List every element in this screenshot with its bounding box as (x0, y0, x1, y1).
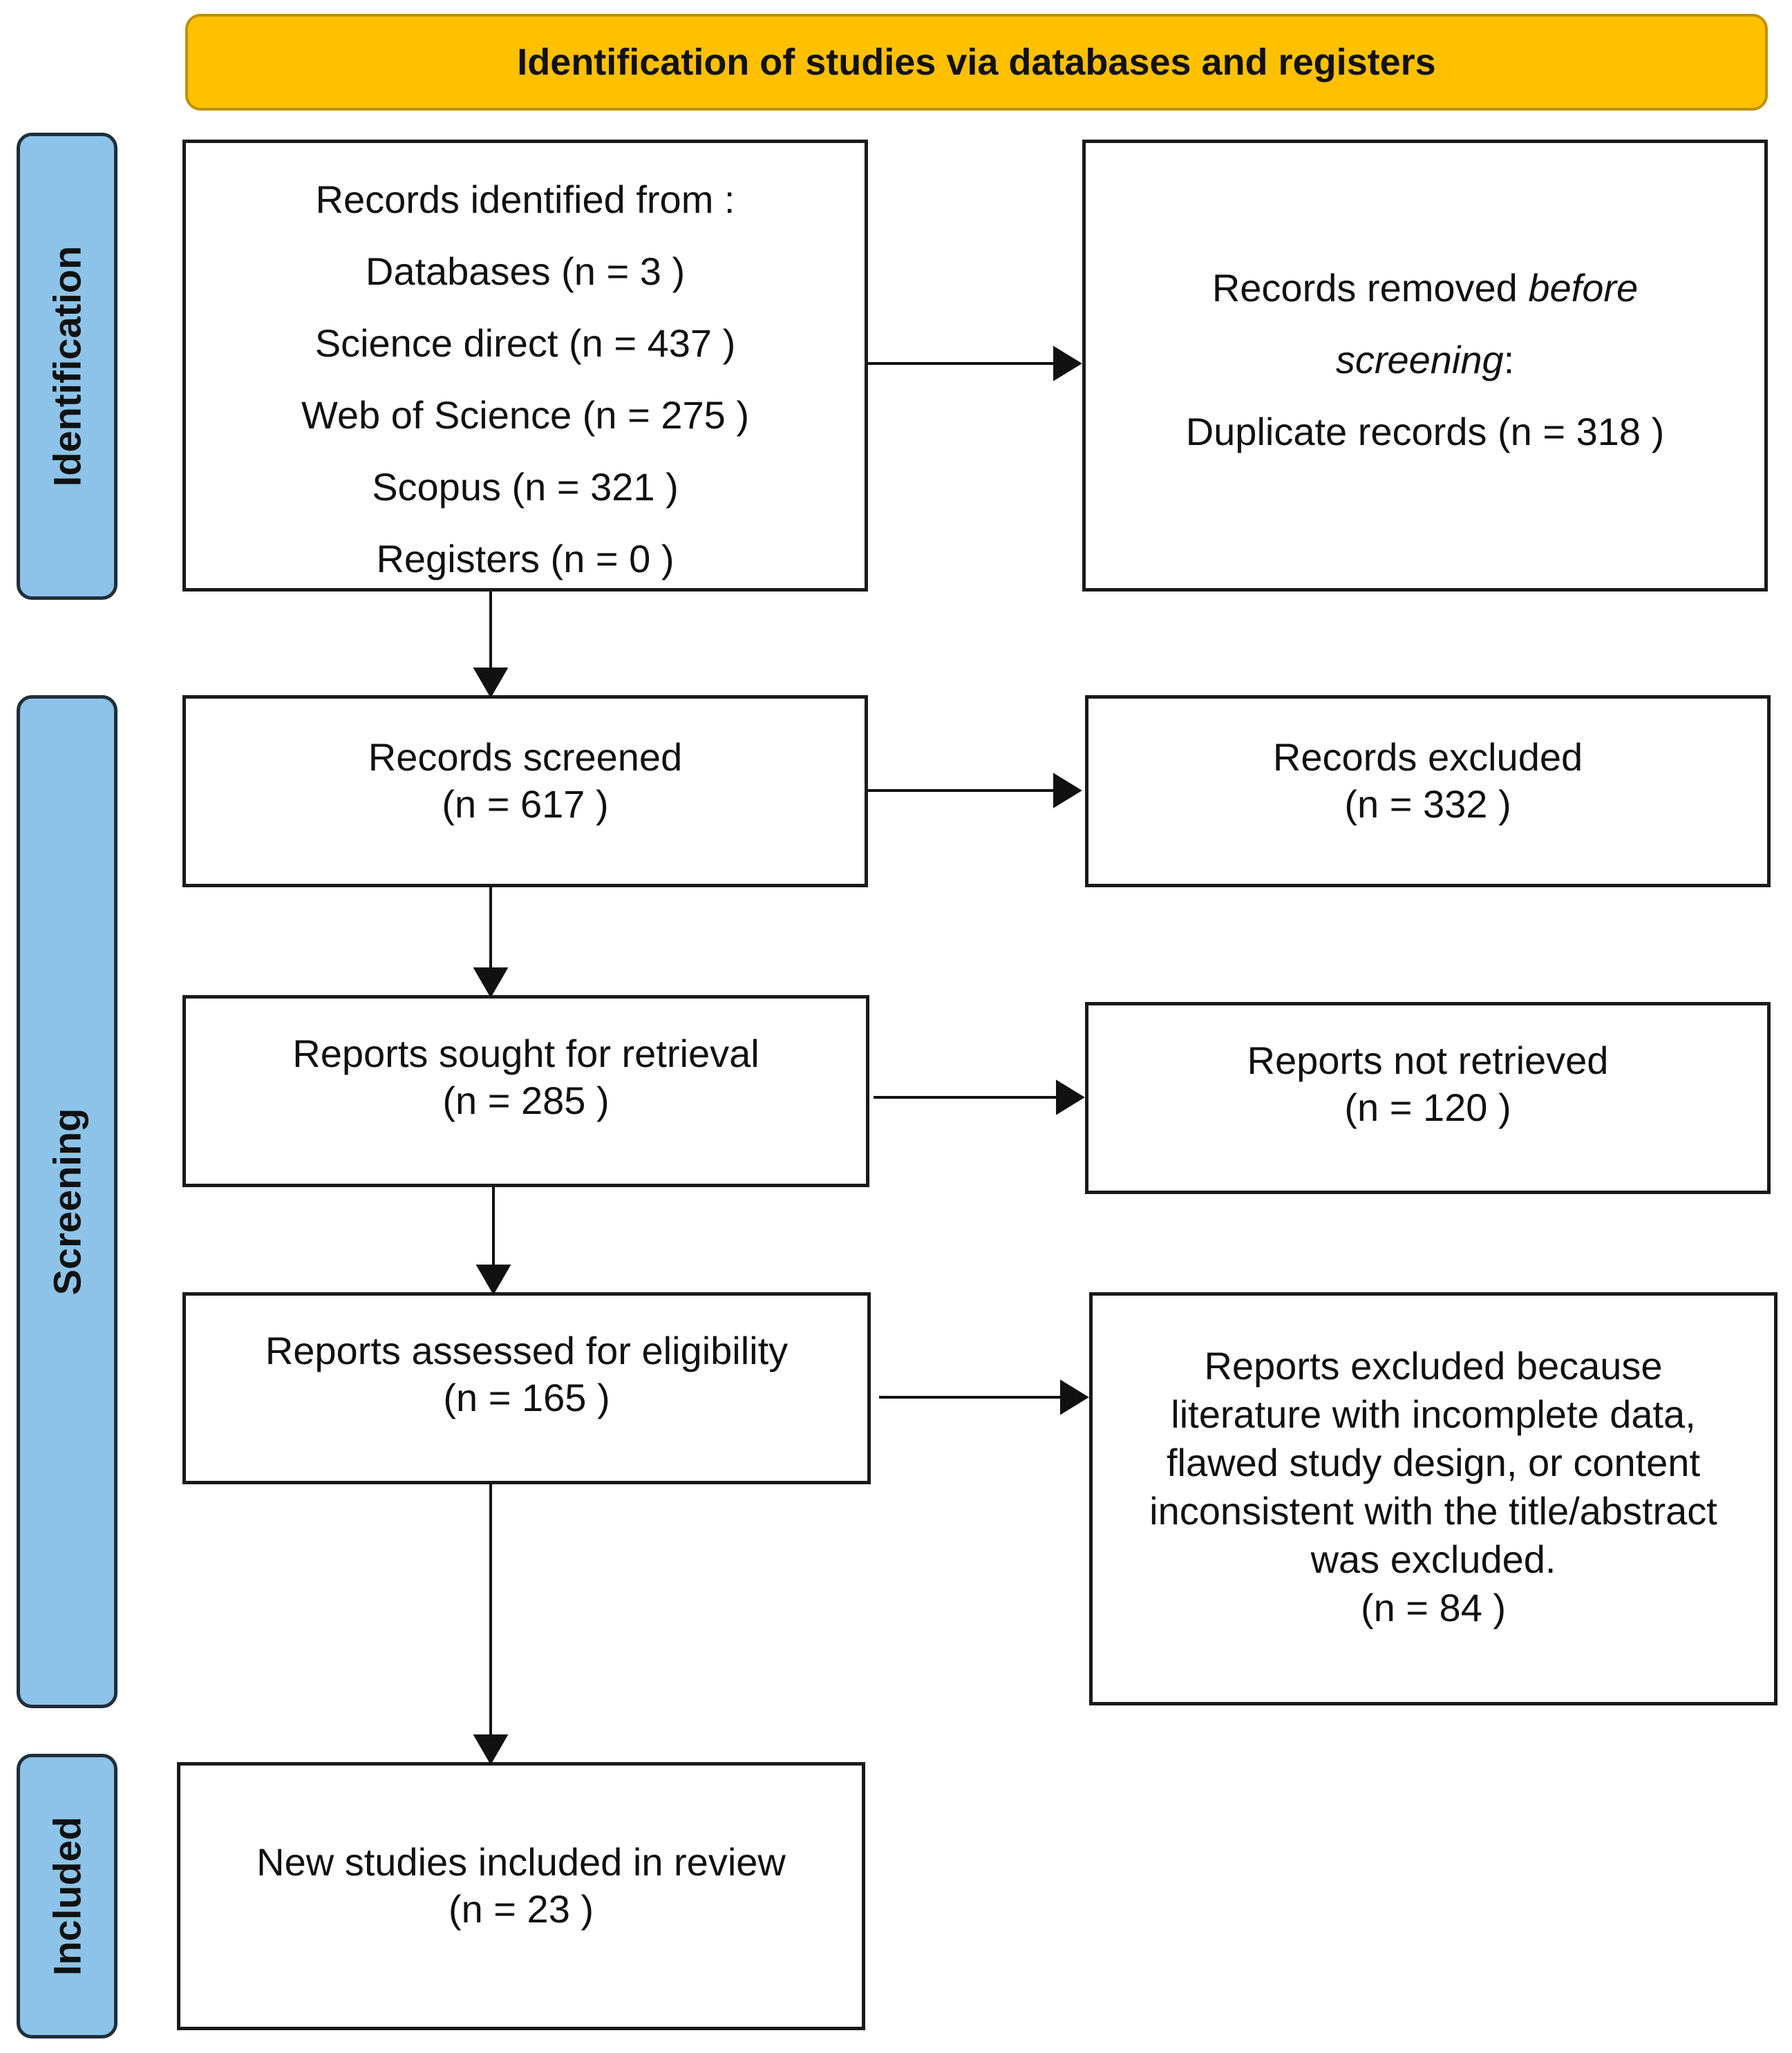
source-scopus: Scopus (n = 321 ) (372, 465, 679, 509)
records-screened-box: Records screened (n = 617 ) (182, 695, 868, 887)
records-excluded-box: Records excluded (n = 332 ) (1085, 695, 1771, 887)
phase-included: Included (17, 1754, 117, 2038)
records-removed-box: Records removed before screening: Duplic… (1082, 140, 1768, 592)
reports-excluded-line1: Reports excluded because (1204, 1344, 1663, 1388)
records-removed-line2: screening: (1336, 324, 1514, 396)
identification-banner: Identification of studies via databases … (185, 14, 1768, 111)
records-removed-prefix: Records removed (1211, 266, 1529, 310)
records-excluded-count: (n = 332 ) (1344, 782, 1511, 826)
reports-excluded-count: (n = 84 ) (1360, 1586, 1507, 1629)
reports-excluded-box: Reports excluded because literature with… (1089, 1292, 1777, 1705)
reports-excluded-line5: was excluded. (1310, 1538, 1556, 1581)
records-identified-heading: Records identified from : (315, 178, 735, 221)
arrowhead-screened-to-sought (473, 967, 509, 998)
reports-excluded-line2: literature with incomplete data, (1171, 1392, 1696, 1436)
source-science-direct: Science direct (n = 437 ) (314, 321, 736, 365)
records-screened-count: (n = 617 ) (442, 782, 609, 826)
arrowhead-assessed-to-excluded (1060, 1379, 1089, 1415)
reports-sought-box: Reports sought for retrieval (n = 285 ) (182, 995, 869, 1187)
phase-screening: Screening (17, 695, 117, 1708)
reports-not-retrieved-count: (n = 120 ) (1344, 1086, 1511, 1129)
arrowhead-sought-to-not-retrieved (1056, 1079, 1085, 1115)
records-screened-label: Records screened (368, 735, 683, 779)
records-identified-box: Records identified from : Databases (n =… (182, 140, 868, 592)
arrowhead-identified-to-screened (473, 668, 509, 698)
duplicate-records: Duplicate records (n = 318 ) (1185, 410, 1665, 453)
records-excluded-label: Records excluded (1272, 735, 1583, 779)
reports-assessed-count: (n = 165 ) (443, 1376, 610, 1419)
reports-assessed-box: Reports assessed for eligibility (n = 16… (182, 1292, 871, 1484)
studies-included-box: New studies included in review (n = 23 ) (177, 1762, 865, 2030)
reports-sought-label: Reports sought for retrieval (292, 1031, 760, 1075)
arrowhead-identified-to-removed (1053, 346, 1082, 381)
arrowhead-screened-to-excluded (1053, 773, 1082, 808)
records-removed-before: before (1528, 266, 1639, 310)
studies-included-label: New studies included in review (256, 1839, 786, 1884)
reports-excluded-line4: inconsistent with the title/abstract (1149, 1489, 1717, 1533)
arrowhead-assessed-to-included (473, 1734, 509, 1765)
records-removed-colon: : (1503, 338, 1515, 381)
studies-included-count: (n = 23 ) (448, 1887, 594, 1931)
reports-sought-count: (n = 285 ) (442, 1079, 610, 1122)
records-removed-screening: screening (1335, 338, 1504, 381)
banner-title: Identification of studies via databases … (517, 41, 1436, 83)
source-web-of-science: Web of Science (n = 275 ) (301, 393, 749, 437)
reports-not-retrieved-box: Reports not retrieved (n = 120 ) (1085, 1002, 1771, 1194)
source-registers: Registers (n = 0 ) (376, 537, 675, 580)
records-removed-line1: Records removed before (1212, 252, 1638, 324)
reports-not-retrieved-label: Reports not retrieved (1247, 1038, 1609, 1082)
phase-identification: Identification (17, 133, 117, 600)
reports-assessed-label: Reports assessed for eligibility (265, 1328, 789, 1372)
reports-excluded-line3: flawed study design, or content (1166, 1441, 1701, 1484)
source-databases: Databases (n = 3 ) (365, 249, 686, 293)
arrowhead-sought-to-assessed (475, 1265, 511, 1295)
